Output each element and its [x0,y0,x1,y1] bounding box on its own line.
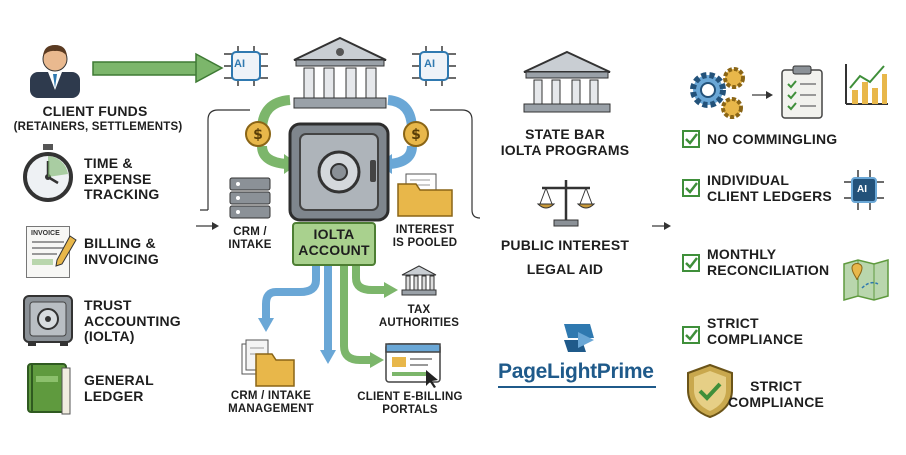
check-icon [682,326,700,344]
vault-safe-icon [288,122,390,222]
logo-underline [498,386,656,388]
checklist-item-no-commingling: NO COMMINGLING [707,131,838,147]
tax-authorities-label: TAX AUTHORITIES [378,304,460,329]
ai-chip-label-right: AI [424,58,435,70]
bank-icon [293,36,387,109]
iolta-to-tax [352,262,386,294]
gears-icon [690,67,745,119]
server-icon [229,177,271,219]
iolta-account-box: IOLTA ACCOUNT [292,222,376,266]
time-tracking-label: TIME & EXPENSE TRACKING [84,155,160,203]
shield-check-icon [687,363,733,419]
trust-accounting-label: TRUST ACCOUNTING (IOLTA) [84,297,181,345]
client-funds-subtitle: (RETAINERS, SETTLEMENTS) [13,121,183,133]
logo-mark-icon [564,324,594,352]
public-interest-label: PUBLIC INTEREST LEGAL AID [500,237,630,277]
safe-icon [23,295,73,346]
dollar-coin-icon: $ [403,121,429,147]
interest-pooled-label: INTEREST IS POOLED [392,224,458,249]
pagelightprime-logo: PageLightPrime [498,360,654,383]
browser-window-icon [385,343,441,388]
check-icon [682,254,700,272]
scales-of-justice-icon [536,180,596,227]
map-icon [843,259,889,301]
client-portals-label: CLIENT E-BILLING PORTALS [357,391,463,416]
ai-chip-icon [412,46,456,86]
check-icon [682,130,700,148]
checklist-item-strict-compliance: STRICT COMPLIANCE [707,315,804,347]
client-funds-title: CLIENT FUNDS [42,103,148,119]
left-flow-line [200,109,250,211]
book-icon [27,363,71,415]
files-folder-icon [241,339,295,387]
growth-chart-icon [845,64,888,105]
curve-arrow-green-left2 [257,145,287,169]
state-bar-label: STATE BAR IOLTA PROGRAMS [500,126,630,158]
billing-label: BILLING & INVOICING [84,235,159,267]
svg-text:$: $ [253,127,263,143]
dollar-coin-icon: $ [245,121,271,147]
curve-arrow-blue-right2 [389,145,417,169]
svg-text:$: $ [411,127,421,143]
ai-chip-icon [224,46,268,86]
iolta-to-crm-mgmt [262,262,320,320]
tax-building-icon [401,265,437,296]
clipboard-checklist-icon [781,65,823,119]
ai-chip-label-right-column: AI [857,184,867,195]
businessman-icon [30,45,80,98]
ai-chip-icon [844,170,884,210]
ai-chip-label-left: AI [234,58,245,70]
crm-intake-label: CRM / INTAKE [228,226,272,251]
state-bar-building-icon [523,50,611,113]
client-funds-arrow [92,52,224,84]
general-ledger-label: GENERAL LEDGER [84,372,154,404]
shield-compliance-label: STRICT COMPLIANCE [727,378,825,410]
check-icon [682,179,700,197]
crm-management-label: CRM / INTAKE MANAGEMENT [228,390,314,415]
stopwatch-icon [23,144,73,202]
iolta-to-portals-green [340,262,372,364]
pen-icon [55,235,77,267]
checklist-item-client-ledgers: INDIVIDUAL CLIENT LEDGERS [707,172,832,204]
right-flow-line [430,109,481,219]
checklist-item-monthly-reconciliation: MONTHLY RECONCILIATION [707,246,830,278]
folder-icon [397,173,453,217]
